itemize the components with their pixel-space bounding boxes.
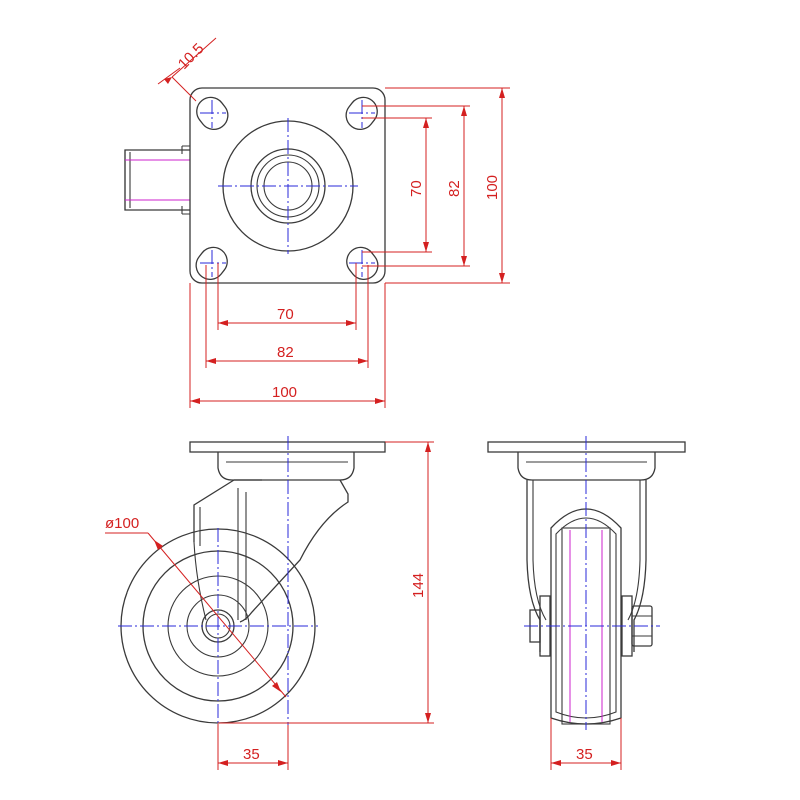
dim-text-wheel-diameter: ø100 (105, 515, 139, 532)
dim-text-wheel-width: 35 (576, 746, 593, 763)
dim-wheel-diameter: ø100 (105, 515, 287, 698)
dim-text-offset: 35 (243, 746, 260, 763)
dim-plate-height: 100 (385, 87, 510, 284)
dim-offset: 35 (217, 724, 289, 770)
dim-plate-width: 100 (189, 283, 386, 408)
mounting-hole-top-left (196, 96, 229, 131)
dim-horizontal-pitch-inner: 70 (217, 263, 357, 330)
dim-wheel-width: 35 (550, 718, 622, 770)
dim-text-total-height: 144 (410, 573, 427, 598)
dim-text-horizontal-outer: 82 (277, 344, 294, 361)
dim-text-plate-height: 100 (484, 175, 501, 200)
top-view: 10.5 70 82 100 (124, 37, 510, 408)
mounting-hole-top-right (345, 96, 378, 131)
dim-vertical-pitch-inner: 70 (362, 117, 432, 253)
mounting-plate-outline (189, 87, 386, 284)
dim-slot-width: 10.5 (157, 37, 217, 102)
top-view-side-bracket (124, 145, 190, 215)
side-bearing-housing (217, 452, 355, 481)
dim-total-height: 144 (218, 441, 434, 724)
dim-horizontal-pitch-outer: 82 (205, 265, 369, 368)
dim-text-vertical-outer: 82 (446, 180, 463, 197)
mounting-hole-bottom-left (195, 246, 228, 281)
front-view: 35 (487, 436, 686, 770)
mounting-hole-bottom-right (346, 246, 379, 281)
dim-text-plate-width: 100 (272, 384, 297, 401)
dim-text-horizontal-inner: 70 (277, 306, 294, 323)
dim-text-vertical-inner: 70 (408, 180, 425, 197)
side-fork (193, 479, 349, 623)
side-view: ø100 144 35 (105, 436, 434, 770)
dim-vertical-pitch-outer: 82 (362, 105, 470, 267)
